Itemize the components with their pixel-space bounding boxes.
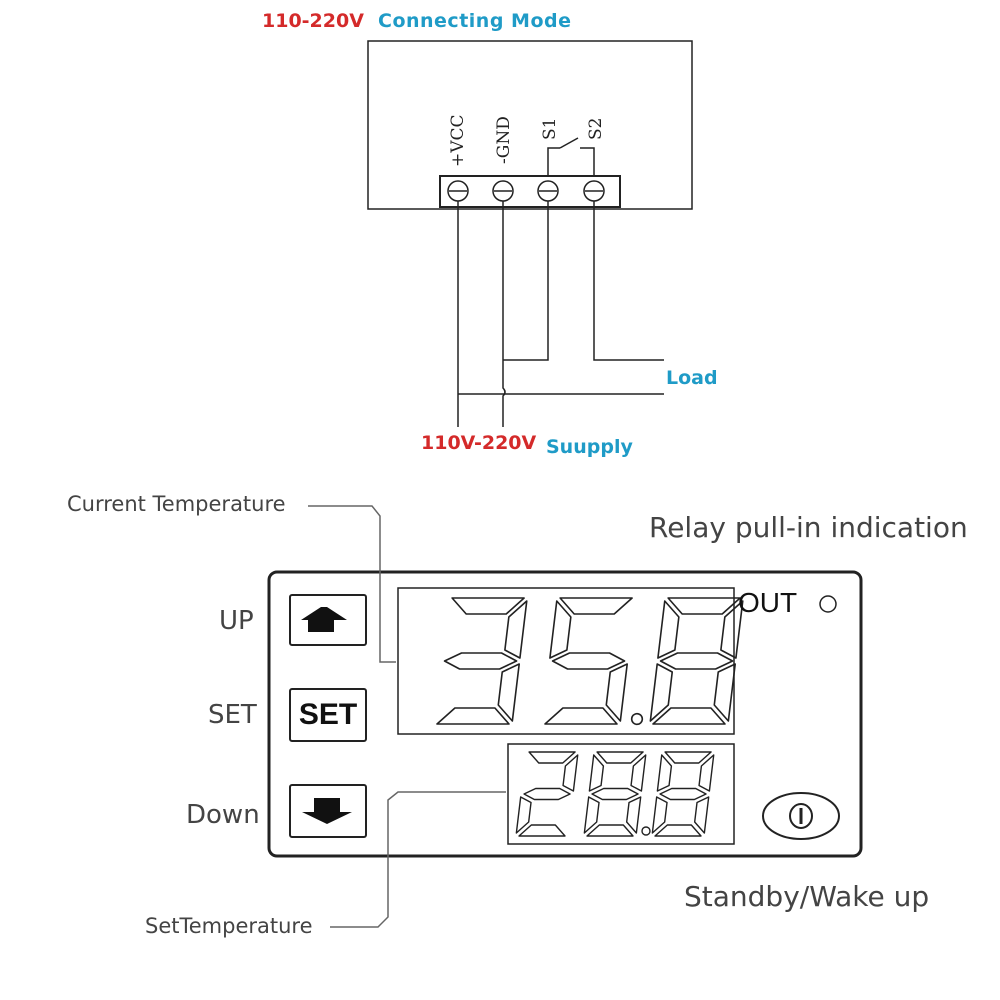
- set-display-decimal-point: [641, 826, 651, 836]
- current-display-digit-1-segment-c: [605, 663, 629, 722]
- set-display-digit-2-segment-c: [693, 796, 710, 834]
- current-display-digit-0-segment-d: [436, 707, 510, 725]
- current-display-decimal-point: [630, 712, 644, 726]
- current-display-window: [397, 587, 735, 735]
- set-side-label: SET: [208, 700, 257, 730]
- supply-label: Suupply: [546, 436, 633, 458]
- set-display-digit-2-segment-a: [664, 751, 712, 764]
- set-display-digit-1-segment-d: [586, 824, 634, 837]
- current-display-digit-1-segment-d: [544, 707, 618, 725]
- standby-button[interactable]: [763, 793, 839, 839]
- terminal-screw-s2: [583, 180, 605, 202]
- relay-callout: Relay pull-in indication: [649, 511, 968, 544]
- current-temperature-callout: Current Temperature: [67, 492, 286, 516]
- relay-indicator-icon: [819, 595, 837, 613]
- wiring-diagram: [367, 40, 693, 427]
- wire-s2-load: [593, 201, 664, 361]
- set-display-digit-1-segment-a: [596, 751, 644, 764]
- set-display-digit-2-segment-g: [659, 787, 707, 801]
- switch-s1-lead: [547, 147, 560, 176]
- set-button[interactable]: SET: [289, 688, 367, 742]
- down-label: Down: [186, 800, 260, 830]
- set-display-digit-0-segment-a: [528, 751, 576, 764]
- set-display-digit-0-segment-g: [523, 787, 571, 801]
- set-temperature-callout: SetTemperature: [145, 914, 313, 938]
- wire-s1: [503, 201, 549, 361]
- set-display-window: [507, 743, 735, 845]
- set-display-digit-0-segment-d: [518, 824, 566, 837]
- terminal-block: [439, 175, 621, 208]
- set-display-digit-1-segment-b: [630, 754, 647, 792]
- set-display-digit-2-segment-b: [698, 754, 715, 792]
- terminal-label-vcc: +VCC: [448, 114, 468, 167]
- terminal-screw-gnd: [492, 180, 514, 202]
- terminal-label-s1: S1: [540, 117, 560, 140]
- set-display-digit-0-segment-e: [515, 796, 532, 834]
- load-label: Load: [666, 367, 718, 389]
- current-display-digit-0-segment-b: [504, 600, 528, 659]
- current-display-digit-2-segment-d: [652, 707, 726, 725]
- set-display-digit-2-segment-f: [656, 754, 673, 792]
- current-display-digit-2-segment-a: [667, 597, 741, 615]
- current-display-digit-2-segment-e: [649, 663, 674, 722]
- out-label: OUT: [738, 587, 798, 618]
- down-button[interactable]: [289, 784, 367, 838]
- set-display-digit-2-segment-e: [651, 796, 668, 834]
- current-display-digit-2-segment-g: [659, 652, 734, 670]
- header-voltage: 110-220V: [262, 10, 364, 32]
- terminal-screw-vcc: [447, 180, 469, 202]
- set-display-digit-1-segment-f: [588, 754, 605, 792]
- current-display-digit-2-segment-c: [713, 663, 737, 722]
- wire-gnd: [502, 201, 506, 427]
- terminal-label-gnd: -GND: [494, 116, 514, 164]
- up-button[interactable]: [289, 594, 367, 646]
- set-display-digit-1-segment-e: [583, 796, 600, 834]
- switch-s2-lead: [580, 147, 595, 176]
- switch-contact: [559, 137, 579, 149]
- set-button-text: SET: [298, 698, 358, 731]
- current-display-digit-1-segment-a: [559, 597, 633, 615]
- current-display-digit-2-segment-f: [657, 600, 680, 659]
- set-display-digit-0-segment-b: [562, 754, 579, 792]
- current-display-digit-0-segment-c: [497, 663, 521, 722]
- set-display-digit-1-segment-c: [625, 796, 642, 834]
- terminal-screw-s1: [537, 180, 559, 202]
- up-label: UP: [219, 606, 254, 636]
- current-display-digit-1-segment-f: [549, 600, 572, 659]
- current-display-digit-0-segment-a: [451, 597, 525, 615]
- supply-voltage-label: 110V-220V: [421, 432, 537, 454]
- header-mode: Connecting Mode: [378, 10, 572, 32]
- standby-callout: Standby/Wake up: [684, 880, 930, 913]
- current-display-digit-0-segment-g: [443, 652, 518, 670]
- set-display-digit-1-segment-g: [591, 787, 639, 801]
- current-display-digit-1-segment-g: [551, 652, 626, 670]
- controller-box: [367, 40, 693, 210]
- set-display-digit-2-segment-d: [654, 824, 702, 837]
- terminal-label-s2: S2: [586, 117, 606, 140]
